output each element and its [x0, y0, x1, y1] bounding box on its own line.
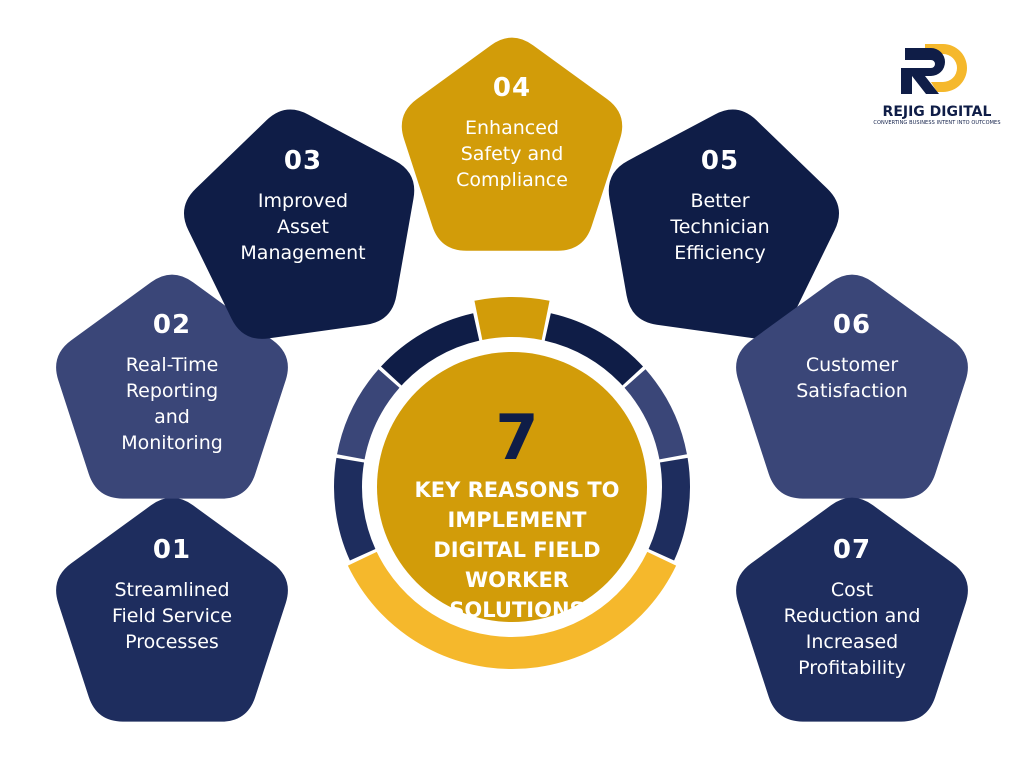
brand-logo: REJIG DIGITAL CONVERTING BUSINESS INTENT… [872, 102, 1002, 126]
ring-segment-lower-right [648, 457, 690, 561]
ring-segment-mid-left [337, 369, 400, 460]
brand-tagline: CONVERTING BUSINESS INTENT INTO OUTCOMES [873, 120, 1001, 126]
pentagon-03 [183, 109, 415, 339]
pentagon-01 [56, 497, 288, 722]
center-number: 7 [495, 401, 539, 474]
center-disc [377, 352, 647, 622]
pentagon-06 [736, 274, 968, 499]
brand-logo-mark [901, 44, 967, 94]
reason-pentagons [56, 37, 968, 722]
pentagon-04 [401, 37, 623, 251]
pentagon-07 [736, 497, 968, 722]
ring-segment-mid-right [624, 369, 687, 460]
center-ring [334, 297, 690, 669]
ring-segment-bottom [347, 551, 677, 669]
brand-name: REJIG DIGITAL [882, 104, 992, 120]
center-label: 7 KEY REASONS TO IMPLEMENT DIGITAL FIELD… [392, 405, 642, 625]
pentagon-05 [608, 109, 840, 339]
pentagon-02 [56, 274, 288, 499]
ring-segment-lower-left [334, 457, 376, 561]
ring-segment-top [474, 297, 550, 340]
ring-segment-upper-left [380, 313, 480, 386]
ring-segment-upper-right [544, 313, 644, 386]
center-title: KEY REASONS TO IMPLEMENT DIGITAL FIELD W… [414, 478, 620, 622]
